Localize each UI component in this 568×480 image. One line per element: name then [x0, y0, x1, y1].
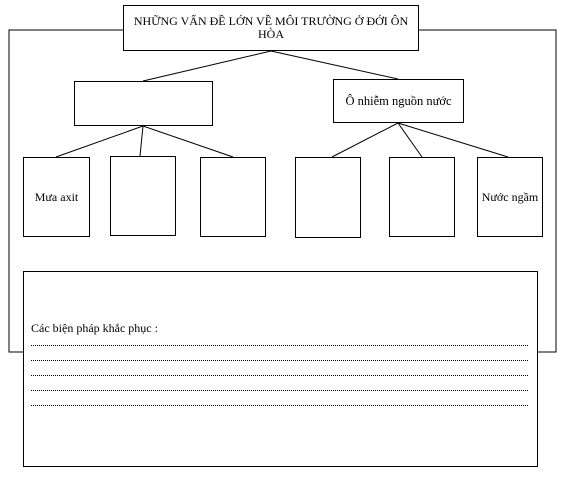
branch-left-box	[74, 81, 213, 126]
leaf-box-4	[295, 157, 361, 238]
leaf-box-2	[110, 156, 176, 236]
connector-left-leaf-3	[142, 125, 234, 158]
remedial-measures-label: Các biện pháp khắc phục :	[31, 321, 158, 335]
connector-title-left	[142, 50, 272, 82]
connector-right-leaf-6	[397, 122, 509, 158]
leaf-box-3	[200, 157, 266, 237]
outer-frame-right	[419, 29, 557, 353]
answer-line-3[interactable]	[31, 375, 528, 376]
outer-frame-left	[8, 29, 123, 353]
connector-right-leaf-4	[331, 122, 399, 158]
connector-left-leaf-2	[139, 125, 144, 157]
leaf-acid-rain-box: Mưa axit	[23, 157, 90, 237]
leaf-box-5	[389, 157, 455, 237]
connector-left-leaf-1	[55, 125, 144, 158]
leaf-groundwater-box: Nước ngầm	[477, 157, 543, 237]
answer-line-4[interactable]	[31, 390, 528, 391]
diagram-title: NHỮNG VẤN ĐỀ LỚN VỀ MÔI TRƯỜNG Ở ĐỚI ÔN …	[123, 5, 419, 51]
answer-line-1[interactable]	[31, 345, 528, 346]
answer-line-2[interactable]	[31, 360, 528, 361]
connector-right-leaf-5	[397, 122, 423, 158]
remedial-measures-box: Các biện pháp khắc phục :	[23, 271, 538, 467]
connector-title-right	[270, 50, 399, 80]
branch-water-pollution-box: Ô nhiễm nguồn nước	[333, 79, 464, 123]
answer-line-5[interactable]	[31, 405, 528, 406]
